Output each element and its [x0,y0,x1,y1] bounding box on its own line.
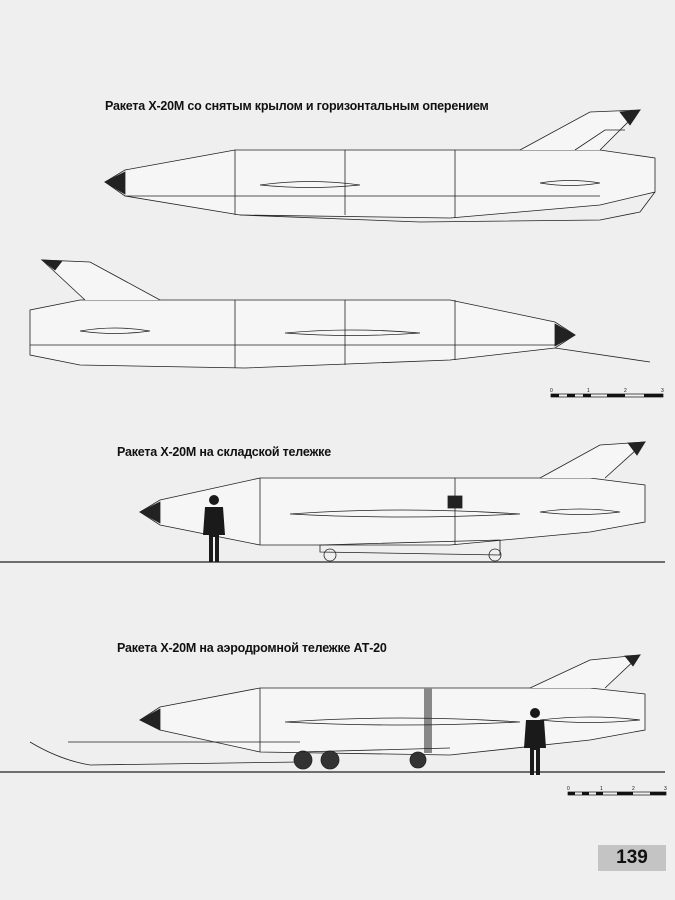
scale-tick-label: 3 [664,786,667,792]
person-figure-1 [203,495,225,562]
scale-tick-label: 0 [550,388,553,394]
person-figure-2 [524,708,546,775]
missile-on-storage-cart [139,441,647,562]
scale-tick-label: 1 [600,786,603,792]
page-number: 139 [598,845,666,871]
scale-tick-label: 3 [661,388,664,394]
caption-storage-cart: Ракета Х-20М на складской тележке [117,445,331,459]
scale-bar-1: 0 1 2 3 [550,388,664,398]
scale-tick-label: 1 [587,388,590,394]
caption-airfield-cart: Ракета Х-20М на аэродромной тележке АТ-2… [117,641,387,655]
missile-on-airfield-cart [29,654,646,770]
caption-view-no-wing: Ракета Х-20М со снятым крылом и горизонт… [105,99,489,113]
missile-side-view-1 [104,109,656,223]
scale-bar-2: 0 1 2 3 [567,786,667,796]
scale-tick-label: 2 [632,786,635,792]
missile-side-view-2 [29,259,651,369]
scale-tick-label: 2 [624,388,627,394]
scale-tick-label: 0 [567,786,570,792]
